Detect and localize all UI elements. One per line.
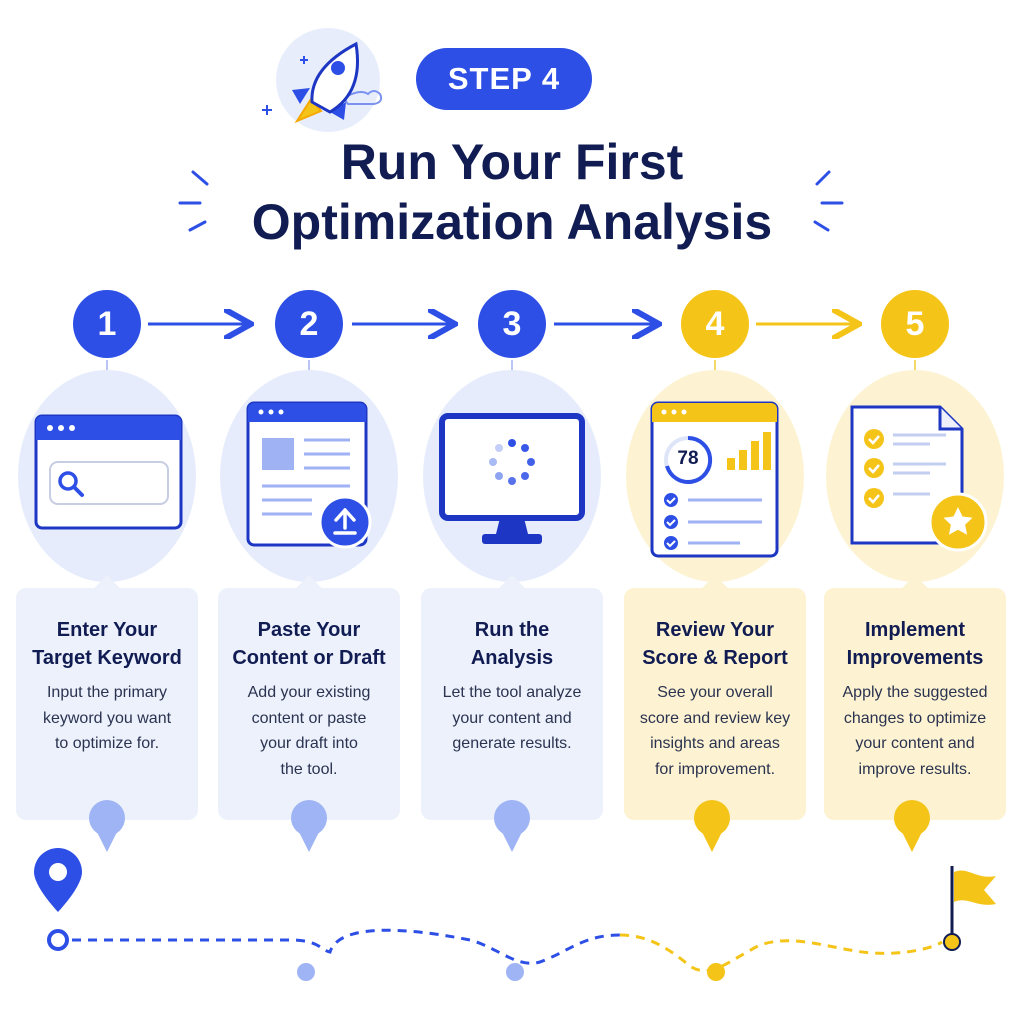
check-icons bbox=[664, 493, 678, 550]
step-3-description: Let the tool analyze your content and ge… bbox=[442, 684, 582, 752]
title-line-1: Run Your First bbox=[340, 134, 684, 190]
step-badge: STEP 4 bbox=[416, 48, 592, 110]
step-5-description: Apply the suggested changes to optimize … bbox=[842, 684, 988, 778]
monitor-loading-icon bbox=[439, 413, 585, 544]
step-5-number: 5 bbox=[881, 290, 949, 358]
step-3-card: Run the Analysis Let the tool analyze yo… bbox=[421, 575, 603, 820]
location-pin-icon bbox=[34, 848, 82, 951]
pin-icon bbox=[494, 800, 530, 852]
document-upload-icon bbox=[246, 401, 372, 549]
step-2-title: Paste Your Content or Draft bbox=[232, 619, 386, 669]
step-3-number: 3 bbox=[478, 290, 546, 358]
title-accent-marks bbox=[178, 170, 844, 232]
step-5-card: Implement Improvements Apply the suggest… bbox=[824, 575, 1006, 820]
step-2-card: Paste Your Content or Draft Add your exi… bbox=[218, 575, 400, 820]
step-3-title: Run the Analysis bbox=[470, 619, 554, 669]
step-4-number: 4 bbox=[681, 290, 749, 358]
step-5-title: Implement Improvements bbox=[846, 619, 984, 669]
step-4-description: See your overall score and review key in… bbox=[639, 684, 791, 778]
checklist-star-icon bbox=[850, 405, 988, 552]
star-icon bbox=[943, 507, 973, 535]
step-1-number: 1 bbox=[73, 290, 141, 358]
step-1-title: Enter Your Target Keyword bbox=[32, 619, 182, 669]
pin-icon bbox=[694, 800, 730, 852]
score-report-icon bbox=[650, 401, 779, 558]
flag-icon bbox=[943, 866, 996, 951]
step-2-description: Add your existing content or paste your … bbox=[247, 684, 371, 778]
sparkle-icon bbox=[262, 56, 308, 115]
pin-icon bbox=[894, 800, 930, 852]
title-line-2: Optimization Analysis bbox=[251, 194, 773, 250]
step-1-description: Input the primary keyword you want to op… bbox=[42, 684, 172, 752]
step-4-card: Review Your Score & Report See your over… bbox=[624, 575, 806, 820]
rocket-icon bbox=[276, 28, 383, 132]
check-icons bbox=[864, 429, 884, 508]
score-value: 78 bbox=[677, 448, 699, 469]
browser-search-icon bbox=[34, 414, 183, 530]
bar-chart-icon bbox=[727, 432, 771, 470]
step-2-number: 2 bbox=[275, 290, 343, 358]
pin-icon bbox=[89, 800, 125, 852]
loading-spinner-icon bbox=[489, 439, 535, 485]
step-4-title: Review Your Score & Report bbox=[642, 619, 788, 669]
page-title: Run Your First Optimization Analysis bbox=[150, 132, 874, 252]
step-1-card: Enter Your Target Keyword Input the prim… bbox=[16, 575, 198, 820]
pin-icon bbox=[291, 800, 327, 852]
